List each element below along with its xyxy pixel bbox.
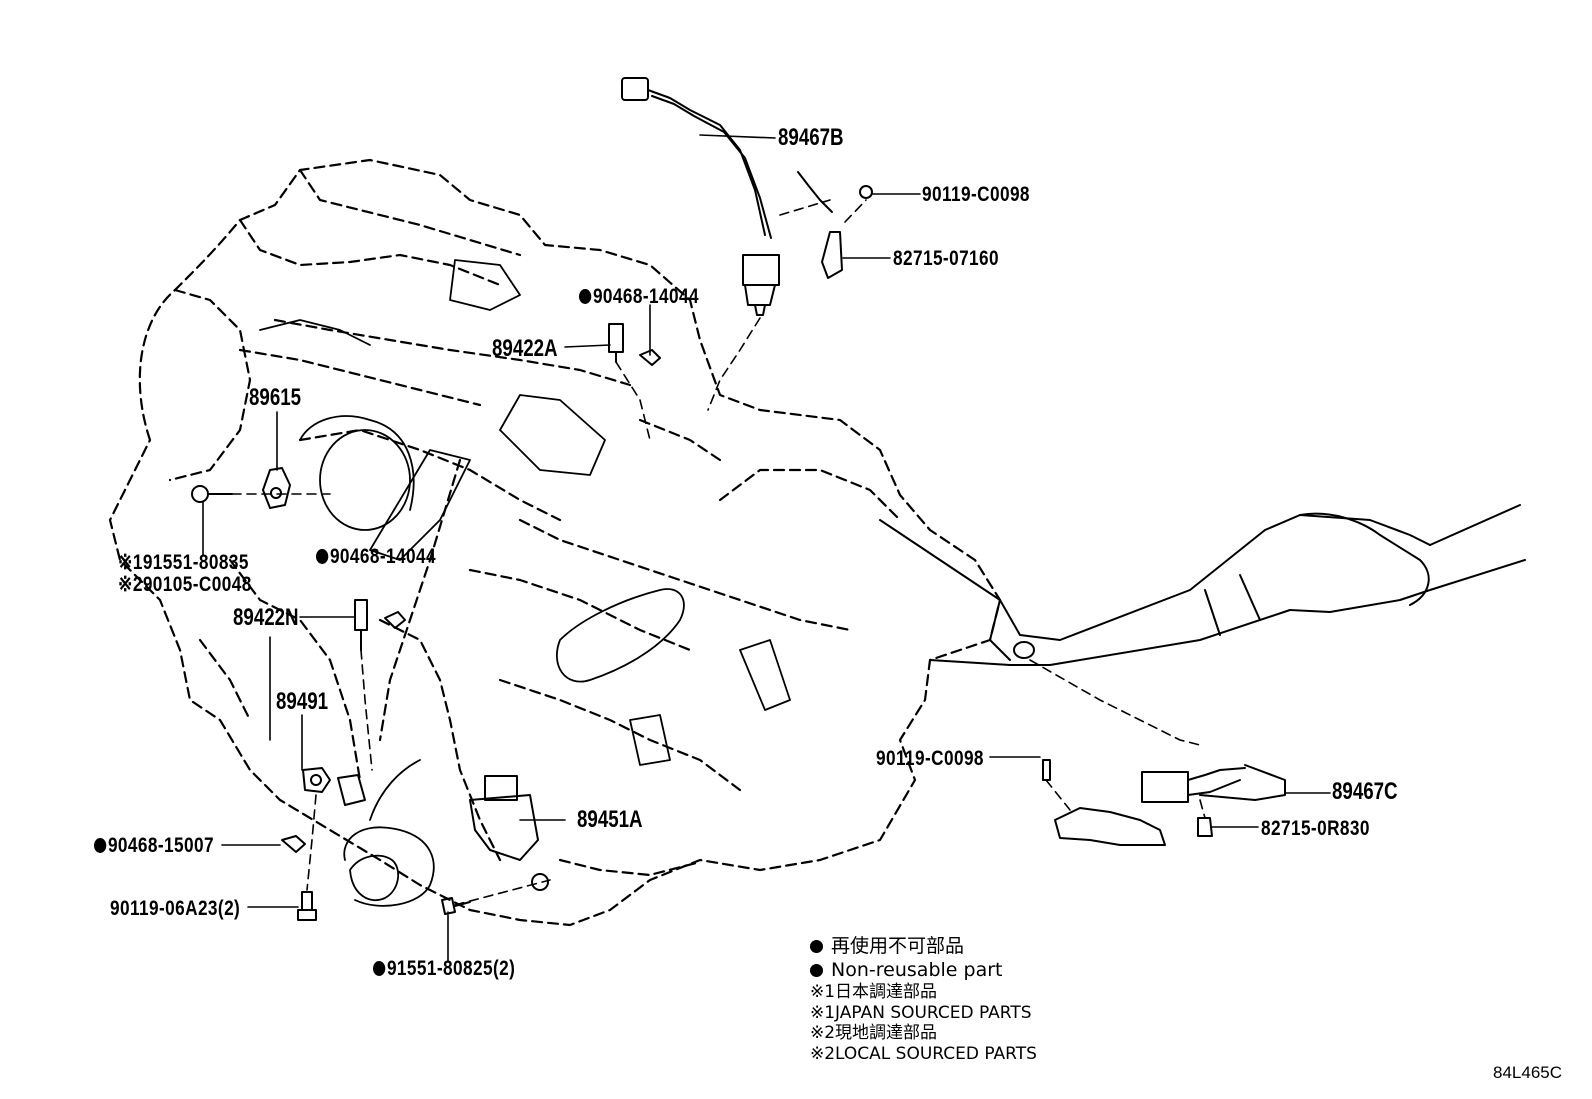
legend-row-local-jp: ※2現地調達部品 (810, 1023, 938, 1043)
non-reusable-dot-icon (373, 961, 386, 976)
legend: 再使用不可部品 Non-reusable part ※1日本調達部品 ※1JAP… (810, 934, 1037, 1064)
callout-90105-C0048[interactable]: ※290105-C0048 (118, 573, 252, 596)
callout-89422N[interactable]: 89422N (233, 604, 299, 631)
non-reusable-dot-icon (316, 549, 329, 564)
exhaust-pipe (879, 504, 1526, 666)
callout-91551-80825[interactable]: 91551-80825(2) (373, 958, 515, 979)
callout-89615[interactable]: 89615 (249, 384, 302, 411)
callout-82715-07160[interactable]: 82715-07160 (893, 247, 1000, 270)
callout-89467C[interactable]: 89467C (1332, 778, 1398, 805)
callout-82715-0R830[interactable]: 82715-0R830 (1261, 817, 1370, 840)
callout-91551-80835[interactable]: ※191551-80835 (118, 551, 249, 574)
callout-90468-14044-mid[interactable]: 90468-14044 (316, 546, 436, 567)
callout-leaders (202, 134, 1331, 963)
legend-row-jp-nonreusable: 再使用不可部品 (810, 934, 1037, 958)
callout-89451A[interactable]: 89451A (577, 806, 643, 833)
legend-row-japan-jp: ※1日本調達部品 (810, 982, 938, 1002)
crank-sensor-89491-drawing (281, 767, 366, 921)
callout-89491[interactable]: 89491 (276, 688, 329, 715)
callout-89467B[interactable]: 89467B (778, 124, 844, 151)
speed-sensor-drawings (354, 323, 661, 651)
neutral-switch-89451A-drawing (441, 775, 549, 915)
callout-90119-C0098-top[interactable]: 90119-C0098 (922, 183, 1030, 206)
oxygen-sensor-89467C-drawing (1042, 759, 1286, 846)
callout-89422A[interactable]: 89422A (492, 335, 558, 362)
legend-row-local-en: ※2LOCAL SOURCED PARTS (810, 1043, 1037, 1064)
callout-90119-06A23[interactable]: 90119-06A23(2) (110, 897, 241, 920)
callout-90119-C0098-right[interactable]: 90119-C0098 (876, 747, 984, 770)
legend-row-nonreusable: Non-reusable part (810, 958, 1037, 982)
engine-outline (108, 158, 1002, 927)
diagram-code: 84L465C (1493, 1063, 1563, 1082)
legend-row-japan-en: ※1JAPAN SOURCED PARTS (810, 1002, 1032, 1023)
engine-detail-solid (259, 259, 791, 907)
callout-90468-14044-top[interactable]: 90468-14044 (579, 286, 699, 307)
non-reusable-dot-icon (94, 838, 107, 853)
non-reusable-dot-icon (810, 964, 823, 977)
callout-90468-15007[interactable]: 90468-15007 (94, 835, 214, 856)
non-reusable-dot-icon (579, 289, 592, 304)
knock-sensor-89615-drawing (191, 467, 291, 509)
leader-lines (231, 199, 1206, 906)
non-reusable-dot-icon (810, 940, 823, 953)
oxygen-sensor-89467B-drawing (621, 77, 873, 316)
